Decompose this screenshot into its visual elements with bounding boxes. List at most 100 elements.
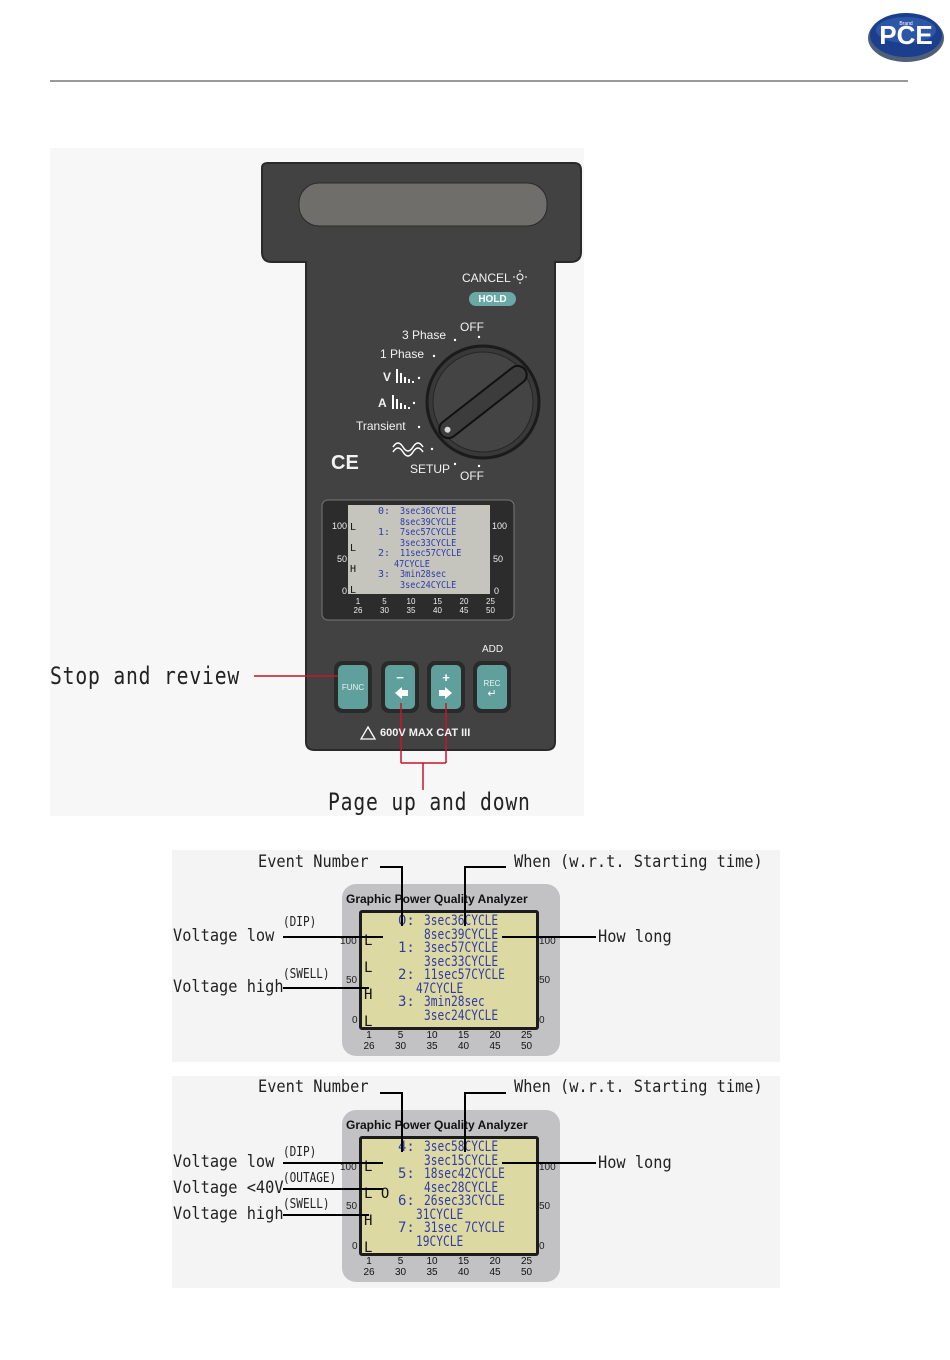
fig2-voltage-low: Voltage low [173, 926, 275, 946]
lcd-right-0: 0 [494, 586, 500, 596]
lcd-event-index: 7: [398, 1220, 415, 1236]
lcd-event-index: 1: [398, 940, 415, 956]
lcd-event-text: 3sec24CYCLE [400, 579, 457, 591]
fig3-swell: (SWELL) [283, 1197, 330, 1212]
fig2-leader-event-v [401, 866, 403, 926]
dial-a-harmonics: A [378, 396, 387, 410]
enter-icon: ↵ [487, 688, 497, 700]
fig3-right-100: 100 [539, 1162, 556, 1173]
axis-tick-label: 30 [380, 606, 389, 615]
axis-tick-label: 5 [397, 1256, 404, 1267]
fig3-leader-howlong [502, 1162, 596, 1164]
lcd-figure-2-title: Graphic Power Quality Analyzer [346, 892, 528, 906]
axis-tick-label: 40 [457, 1267, 470, 1278]
fig3-leader-when-h [464, 1092, 506, 1094]
axis-tick-label: 45 [459, 606, 469, 615]
fig2-leader-when-v [464, 866, 466, 926]
hold-button[interactable]: HOLD [478, 294, 507, 305]
fig3-voltage-low: Voltage low [173, 1152, 275, 1172]
fig2-how-long: How long [598, 927, 672, 947]
lcd-event-index: 3: [378, 569, 391, 580]
fig3-left-0: 0 [352, 1241, 358, 1252]
fig3-leader-event-h [380, 1092, 402, 1094]
axis-tick-label: 35 [406, 606, 416, 615]
axis-tick-label: 40 [457, 1041, 470, 1052]
lcd-figure-3-screen [359, 1136, 539, 1256]
lcd-figure-2-screen [359, 910, 539, 1030]
axis-tick-label: 35 [426, 1041, 438, 1052]
fig3-right-0: 0 [539, 1241, 545, 1252]
fig2-event-number: Event Number [258, 852, 369, 872]
lcd-right-100: 100 [492, 521, 508, 531]
fig2-left-0: 0 [352, 1015, 358, 1026]
lcd-event-text: 3sec36CYCLE [424, 913, 499, 929]
fig2-dip: (DIP) [283, 915, 317, 930]
svg-text:PCE: PCE [879, 20, 932, 50]
dial-3-phase: 3 Phase [402, 328, 447, 342]
axis-tick-label: 20 [489, 1256, 501, 1267]
lcd-event-text: 11sec57CYCLE [400, 548, 462, 559]
lcd-event-level: L [350, 521, 357, 533]
lcd-event-text: 3sec57CYCLE [424, 940, 499, 956]
fig3-left-50: 50 [346, 1201, 358, 1212]
lcd-event-level: H [350, 563, 357, 575]
fig3-voltage-40: Voltage <40V [173, 1178, 284, 1198]
fig3-leader-event-v [401, 1092, 403, 1152]
fig2-leader-low [283, 936, 383, 938]
fig3-right-50: 50 [539, 1201, 551, 1212]
ce-mark: CE [331, 452, 359, 474]
axis-tick-label: 15 [457, 1030, 470, 1041]
lcd-event-index: 2: [398, 967, 415, 983]
fig2-voltage-high: Voltage high [173, 977, 284, 997]
lcd-event-text: 26sec33CYCLE [424, 1193, 505, 1209]
rec-button[interactable]: REC [483, 679, 501, 688]
lcd-event-text: 31CYCLE [416, 1206, 464, 1223]
page-down-button[interactable]: − [396, 670, 404, 685]
lcd-event-text: 7sec57CYCLE [400, 527, 457, 538]
header-rule [50, 80, 908, 82]
fig2-swell: (SWELL) [283, 967, 330, 982]
fig2-right-50: 50 [539, 975, 551, 986]
lcd-event-text: 3min28sec [400, 569, 447, 580]
axis-tick-label: 35 [426, 1267, 438, 1278]
axis-tick-label: 10 [406, 597, 416, 606]
fig3-left-100: 100 [340, 1162, 357, 1173]
dial-off-bottom: OFF [460, 469, 484, 483]
axis-tick-label: 25 [520, 1256, 533, 1267]
fig2-when: When (w.r.t. Starting time) [514, 852, 763, 872]
meter-illustration [254, 162, 582, 790]
fig2-leader-event-h [380, 866, 402, 868]
lcd-event-text: 47CYCLE [394, 558, 430, 570]
fig2-right-0: 0 [539, 1015, 545, 1026]
axis-tick-label: 20 [489, 1030, 501, 1041]
lcd-event-text: 3sec24CYCLE [424, 1007, 499, 1024]
fig3-voltage-high: Voltage high [173, 1204, 284, 1224]
lcd-event-index: 6: [398, 1193, 415, 1209]
lcd-event-index: 5: [398, 1166, 415, 1182]
add-label: ADD [482, 644, 504, 655]
lcd-event-level: L [350, 584, 357, 596]
axis-tick-label: 30 [394, 1267, 407, 1278]
axis-tick-label: 5 [382, 597, 387, 606]
axis-tick-label: 45 [489, 1041, 501, 1052]
axis-tick-label: 10 [426, 1256, 438, 1267]
fig3-event-number: Event Number [258, 1077, 369, 1097]
axis-tick-label: 26 [363, 1267, 375, 1278]
cancel-label: CANCEL [462, 271, 511, 285]
lcd-event-level: L [364, 959, 373, 976]
axis-tick-label: 50 [486, 606, 495, 615]
lcd-event-index: 0: [378, 506, 391, 517]
lcd-event-level: L [350, 542, 357, 554]
svg-text:Brand: Brand [899, 21, 913, 27]
lcd-event-text: 8sec39CYCLE [424, 926, 499, 943]
page-up-button[interactable]: + [442, 670, 450, 685]
fig2-right-100: 100 [539, 936, 556, 947]
lcd-event-index: 3: [398, 994, 415, 1010]
lcd-event-text: 4sec28CYCLE [424, 1179, 499, 1196]
fig3-leader-high [283, 1214, 369, 1216]
lcd-event-level: L [364, 1013, 373, 1030]
func-button[interactable]: FUNC [341, 683, 365, 692]
lcd-event-text: 3sec33CYCLE [424, 953, 499, 970]
rating-label: 600V MAX CAT III [380, 727, 471, 739]
axis-tick-label: 5 [397, 1030, 404, 1041]
